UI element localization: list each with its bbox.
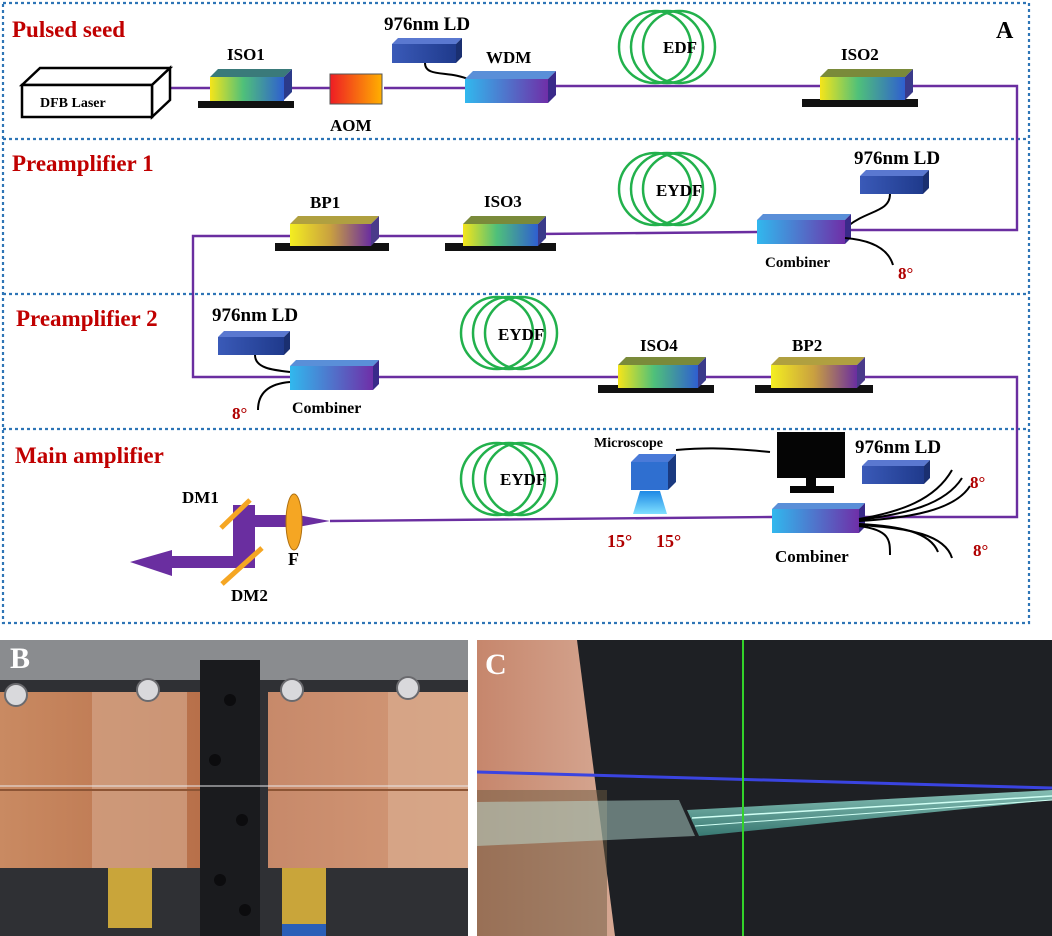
photo-b-image bbox=[0, 640, 468, 936]
iso1-label: ISO1 bbox=[227, 45, 265, 64]
aom-label: AOM bbox=[330, 116, 372, 135]
main-ld-label: 976nm LD bbox=[855, 437, 941, 458]
section-title-preamplifier-1: Preamplifier 1 bbox=[12, 151, 154, 176]
microscope-cable bbox=[675, 447, 771, 453]
main-combiner: Combiner 8° 8° bbox=[772, 469, 988, 566]
edf-label: EDF bbox=[663, 38, 697, 57]
photo-b: B bbox=[0, 640, 468, 936]
section-title-main-amplifier: Main amplifier bbox=[15, 443, 164, 468]
setup-schematic: Pulsed seed Preamplifier 1 Preamplifier … bbox=[1, 1, 1031, 625]
microscope: Microscope bbox=[594, 436, 676, 514]
pre2-angle-label: 8° bbox=[232, 404, 247, 423]
pre1-ld-label: 976nm LD bbox=[854, 148, 940, 169]
wdm: WDM bbox=[465, 48, 556, 103]
section-title-pulsed-seed: Pulsed seed bbox=[12, 17, 125, 42]
pre1-combiner-label: Combiner bbox=[765, 255, 830, 271]
microscope-label: Microscope bbox=[594, 436, 663, 451]
panel-letter-a: A bbox=[996, 18, 1014, 44]
pre2-pump-ld: 976nm LD bbox=[212, 305, 298, 373]
iso2: ISO2 bbox=[802, 45, 918, 107]
bp2-label: BP2 bbox=[792, 336, 822, 355]
pre2-eydf-label: EYDF bbox=[498, 325, 544, 344]
pre1-combiner: Combiner 8° bbox=[757, 214, 913, 283]
iso4: ISO4 bbox=[598, 336, 714, 393]
panel-letter-c: C bbox=[485, 648, 507, 681]
main-eydf-coil bbox=[459, 441, 559, 517]
pre2-combiner: Combiner 8° bbox=[232, 360, 379, 423]
pre1-eydf-label: EYDF bbox=[656, 181, 702, 200]
iso3-label: ISO3 bbox=[484, 192, 522, 211]
bp2: BP2 bbox=[755, 336, 873, 393]
panel-letter-b: B bbox=[10, 642, 31, 675]
iso3: ISO3 bbox=[445, 192, 556, 251]
dfb-laser: DFB Laser bbox=[18, 65, 174, 120]
photo-c-image bbox=[477, 640, 1052, 936]
pre1-eydf-coil bbox=[617, 151, 717, 227]
iso1: ISO1 bbox=[198, 45, 294, 108]
edf-coil bbox=[617, 9, 717, 85]
dm1-mirror bbox=[219, 498, 252, 530]
main-combiner-label: Combiner bbox=[775, 547, 849, 566]
pre2-ld-label: 976nm LD bbox=[212, 305, 298, 326]
splice-angle-right: 15° bbox=[656, 531, 681, 551]
iso2-label: ISO2 bbox=[841, 45, 879, 64]
main-angle-top: 8° bbox=[970, 473, 985, 492]
main-eydf-label: EYDF bbox=[500, 470, 546, 489]
section-title-preamplifier-2: Preamplifier 2 bbox=[16, 306, 158, 331]
bp1: BP1 bbox=[275, 193, 389, 251]
wdm-label: WDM bbox=[486, 48, 531, 67]
fiber-path bbox=[168, 84, 1019, 523]
dfb-laser-label: DFB Laser bbox=[40, 96, 106, 111]
pre1-angle-label: 8° bbox=[898, 264, 913, 283]
panel-a-frame bbox=[1, 1, 1031, 625]
output-beam bbox=[130, 505, 330, 576]
focus-lens bbox=[285, 493, 303, 551]
bp1-label: BP1 bbox=[310, 193, 340, 212]
main-angle-bottom: 8° bbox=[973, 541, 988, 560]
seed-ld-label: 976nm LD bbox=[384, 14, 470, 35]
splice-angle-left: 15° bbox=[607, 531, 632, 551]
aom: AOM bbox=[329, 73, 383, 135]
dm2-mirror bbox=[220, 546, 264, 586]
main-pump-ld: 976nm LD bbox=[855, 437, 941, 484]
monitor-icon bbox=[777, 432, 845, 493]
seed-pump-ld: 976nm LD bbox=[384, 14, 471, 81]
pre1-pump-ld: 976nm LD bbox=[847, 148, 940, 227]
pre2-combiner-label: Combiner bbox=[292, 400, 361, 417]
pre2-eydf-coil bbox=[459, 295, 559, 371]
dm1-label: DM1 bbox=[182, 488, 219, 507]
iso4-label: ISO4 bbox=[640, 336, 678, 355]
photo-c: C bbox=[477, 640, 1052, 936]
dm2-label: DM2 bbox=[231, 586, 268, 605]
lens-label: F bbox=[288, 549, 299, 569]
